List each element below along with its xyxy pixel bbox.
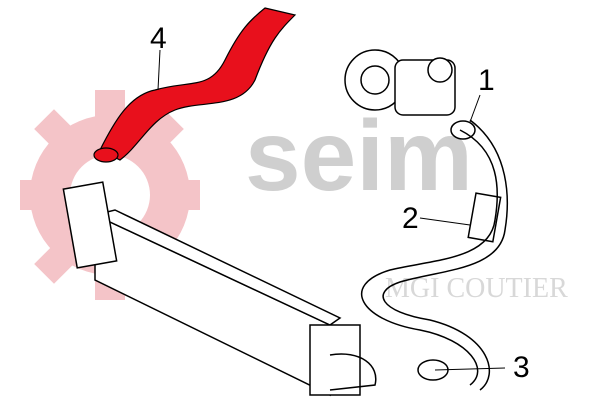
hoses <box>329 119 509 391</box>
callout-2: 2 <box>402 202 419 235</box>
highlighted-hose-part-4 <box>93 7 297 163</box>
leader-lines <box>157 49 506 371</box>
callout-4: 4 <box>150 22 167 55</box>
watermark-group: MGI COUTIER <box>385 273 568 304</box>
intercooler <box>62 181 361 397</box>
callout-1: 1 <box>478 64 495 97</box>
callout-3: 3 <box>513 351 530 384</box>
watermark-brand: seim <box>245 100 473 212</box>
turbocharger <box>344 49 456 116</box>
